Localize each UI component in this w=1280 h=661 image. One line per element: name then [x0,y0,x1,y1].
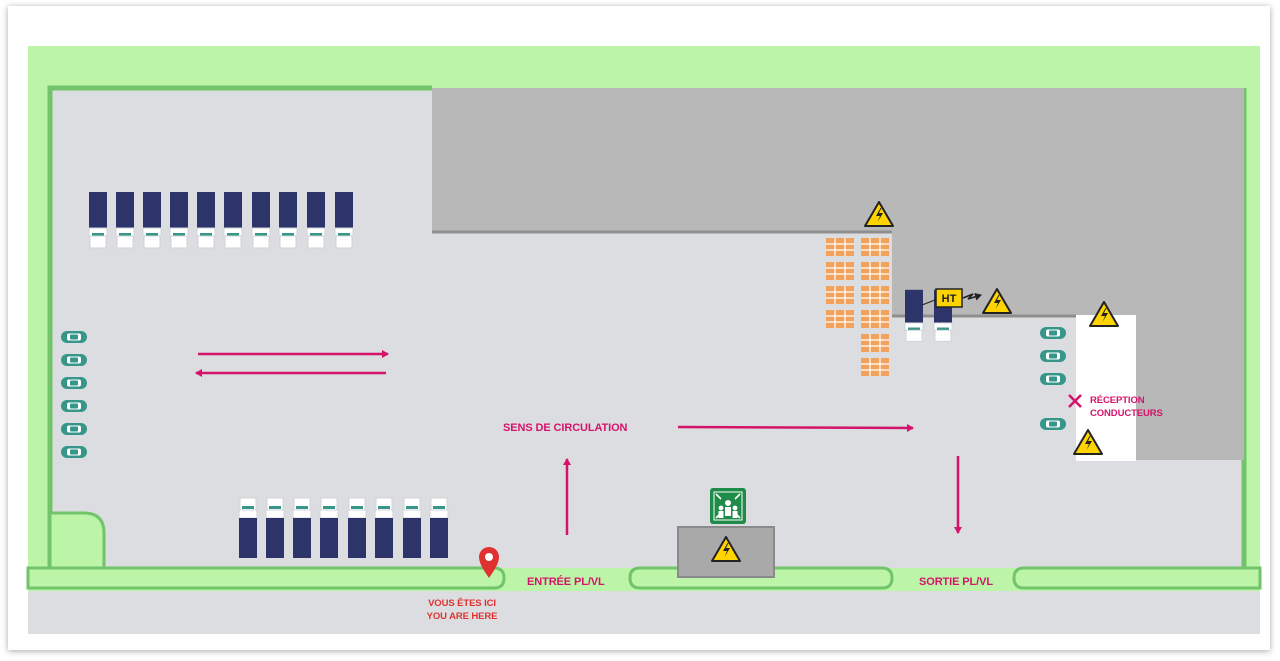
reception-label-line2: CONDUCTEURS [1090,408,1163,419]
building [432,88,1244,460]
grass-strip-left [26,566,506,590]
flow-direction-label: SENS DE CIRCULATION [503,422,628,434]
entrance-label: ENTRÉE PL/VL [527,576,605,588]
cross-mark-icon [1068,394,1082,408]
reception-label-line1: RÉCEPTION [1090,395,1145,406]
location-pin-icon [479,547,499,578]
grass-strip-right [1012,566,1262,590]
road-strip [28,591,1260,634]
exit-label: SORTIE PL/VL [919,576,993,588]
electrical-substation [677,526,775,578]
ht-label: HT [942,293,957,305]
arrow-right-mid [677,423,914,432]
you-are-here-label-en: YOU ARE HERE [426,611,498,622]
grass-corner [48,511,106,570]
assembly-point-icon [710,488,746,524]
ht-sign-icon: HT [921,288,982,308]
you-are-here-label-fr: VOUS ÊTES ICI [428,598,496,609]
